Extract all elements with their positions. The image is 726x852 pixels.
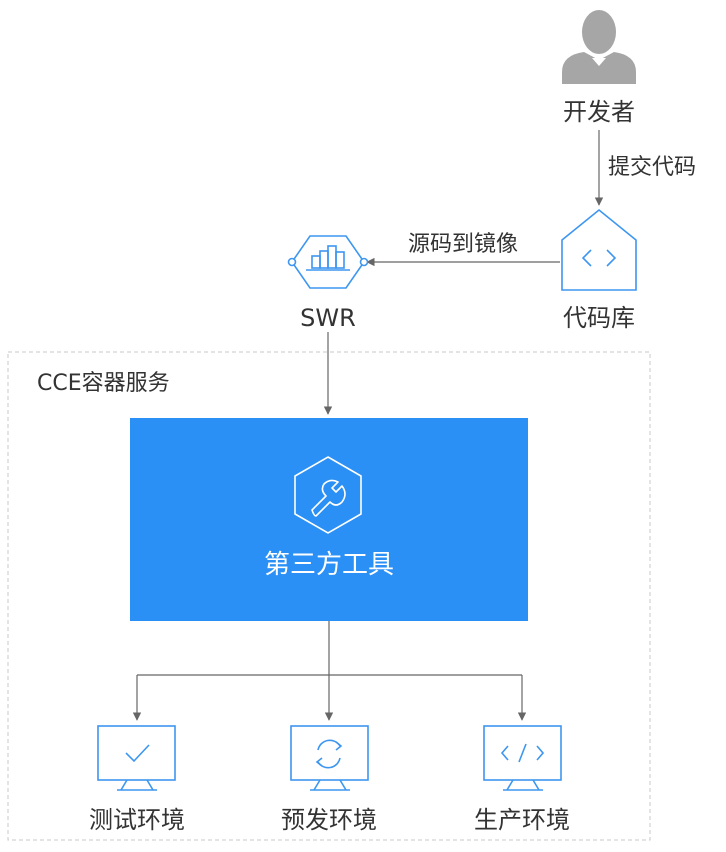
tool-label: 第三方工具 — [264, 550, 394, 580]
code-house-icon — [561, 208, 637, 291]
image-registry-icon — [287, 235, 369, 289]
swr-label: SWR — [300, 304, 356, 332]
env-connectors — [132, 621, 527, 721]
user-icon — [562, 10, 636, 84]
monitor-refresh-icon — [290, 725, 369, 791]
build-edge-label: 源码到镜像 — [408, 232, 518, 257]
cce-label: CCE容器服务 — [37, 371, 170, 396]
env-prod-label: 生产环境 — [474, 806, 570, 834]
commit-edge-label: 提交代码 — [608, 155, 696, 180]
wrench-icon — [294, 456, 362, 534]
cce-container-frame — [7, 351, 651, 841]
monitor-code-icon — [483, 725, 562, 791]
monitor-check-icon — [97, 725, 176, 791]
tool-block — [130, 418, 528, 621]
developer-label: 开发者 — [563, 98, 635, 126]
repo-label: 代码库 — [563, 304, 635, 332]
env-test-label: 测试环境 — [89, 806, 185, 834]
env-pre-label: 预发环境 — [281, 806, 377, 834]
